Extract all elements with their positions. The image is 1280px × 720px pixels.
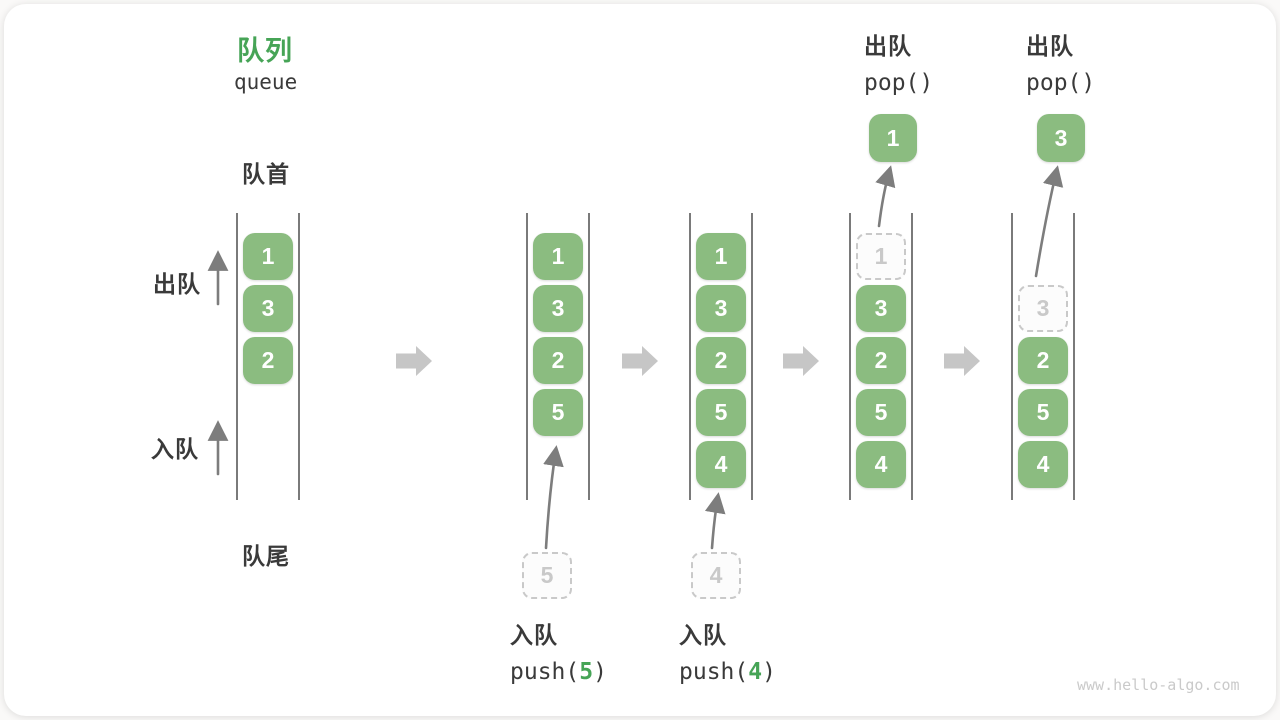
popped-value-box-1: 1	[869, 114, 917, 162]
state-5-after-pop-3-element-3: 3	[1018, 285, 1068, 332]
pop-1-arrow	[875, 165, 896, 228]
state-4-after-pop-1-element-3: 3	[856, 285, 906, 332]
push-operation-label: 入队	[510, 622, 558, 648]
state-transition-arrow	[396, 346, 432, 376]
dequeue-side-label: 出队	[153, 271, 201, 297]
push-5-arrow	[543, 445, 564, 550]
state-5-after-pop-3-element-4: 4	[1018, 441, 1068, 488]
code-argument: 5	[579, 659, 594, 685]
state-2-after-push-5-element-3: 3	[533, 285, 583, 332]
staged-value-box-4: 4	[691, 552, 741, 599]
pop-3-arrow	[1034, 165, 1064, 278]
state-5-after-pop-3-element-2: 2	[1018, 337, 1068, 384]
pop-operation-code: pop()	[864, 70, 934, 96]
state-transition-arrow	[783, 346, 819, 376]
state-transition-arrows	[396, 346, 980, 376]
state-transition-arrow	[622, 346, 658, 376]
pop-operation-label: 出队	[1026, 33, 1074, 59]
state-1-element-3: 3	[243, 285, 293, 332]
state-3-after-push-4-element-4: 4	[696, 441, 746, 488]
state-2-after-push-5-element-5: 5	[533, 389, 583, 436]
watermark: www.hello-algo.com	[1077, 676, 1240, 694]
code-text: push(	[679, 659, 749, 685]
page-subtitle: queue	[234, 70, 298, 94]
push-operation-code: push(5)	[510, 659, 607, 685]
page-title: 队列	[237, 36, 293, 66]
code-text: push(	[510, 659, 580, 685]
push-4-arrow	[704, 492, 726, 550]
push-operation-code: push(4)	[679, 659, 776, 685]
state-2-after-push-5-element-1: 1	[533, 233, 583, 280]
state-3-after-push-4-element-2: 2	[696, 337, 746, 384]
popped-value-box-3: 3	[1037, 114, 1085, 162]
push-operation-2-caption: 入队 push(4)	[679, 616, 776, 685]
code-text: )	[762, 659, 776, 685]
state-4-after-pop-1-element-1: 1	[856, 233, 906, 280]
pop-operation-1-caption: 出队 pop()	[864, 27, 933, 96]
staged-value-box-5: 5	[522, 552, 572, 599]
state-5-after-pop-3-element-5: 5	[1018, 389, 1068, 436]
queue-wall-lines	[236, 213, 1075, 500]
state-4-after-pop-1-element-2: 2	[856, 337, 906, 384]
state-4-after-pop-1-element-5: 5	[856, 389, 906, 436]
state-3-after-push-4-element-5: 5	[696, 389, 746, 436]
pop-operation-2-caption: 出队 pop()	[1026, 27, 1095, 96]
state-3-after-push-4-element-1: 1	[696, 233, 746, 280]
state-1-element-2: 2	[243, 337, 293, 384]
state-transition-arrow	[944, 346, 980, 376]
code-argument: 4	[748, 659, 763, 685]
pop-operation-code: pop()	[1026, 70, 1096, 96]
code-text: )	[593, 659, 607, 685]
state-2-after-push-5-element-2: 2	[533, 337, 583, 384]
push-operation-1-caption: 入队 push(5)	[510, 616, 607, 685]
queue-front-label: 队首	[242, 161, 290, 187]
enqueue-side-label: 入队	[151, 436, 199, 462]
push-operation-label: 入队	[679, 622, 727, 648]
state-1-element-1: 1	[243, 233, 293, 280]
state-3-after-push-4-element-3: 3	[696, 285, 746, 332]
queue-rear-label: 队尾	[242, 543, 290, 569]
state-4-after-pop-1-element-4: 4	[856, 441, 906, 488]
pop-operation-label: 出队	[864, 33, 912, 59]
